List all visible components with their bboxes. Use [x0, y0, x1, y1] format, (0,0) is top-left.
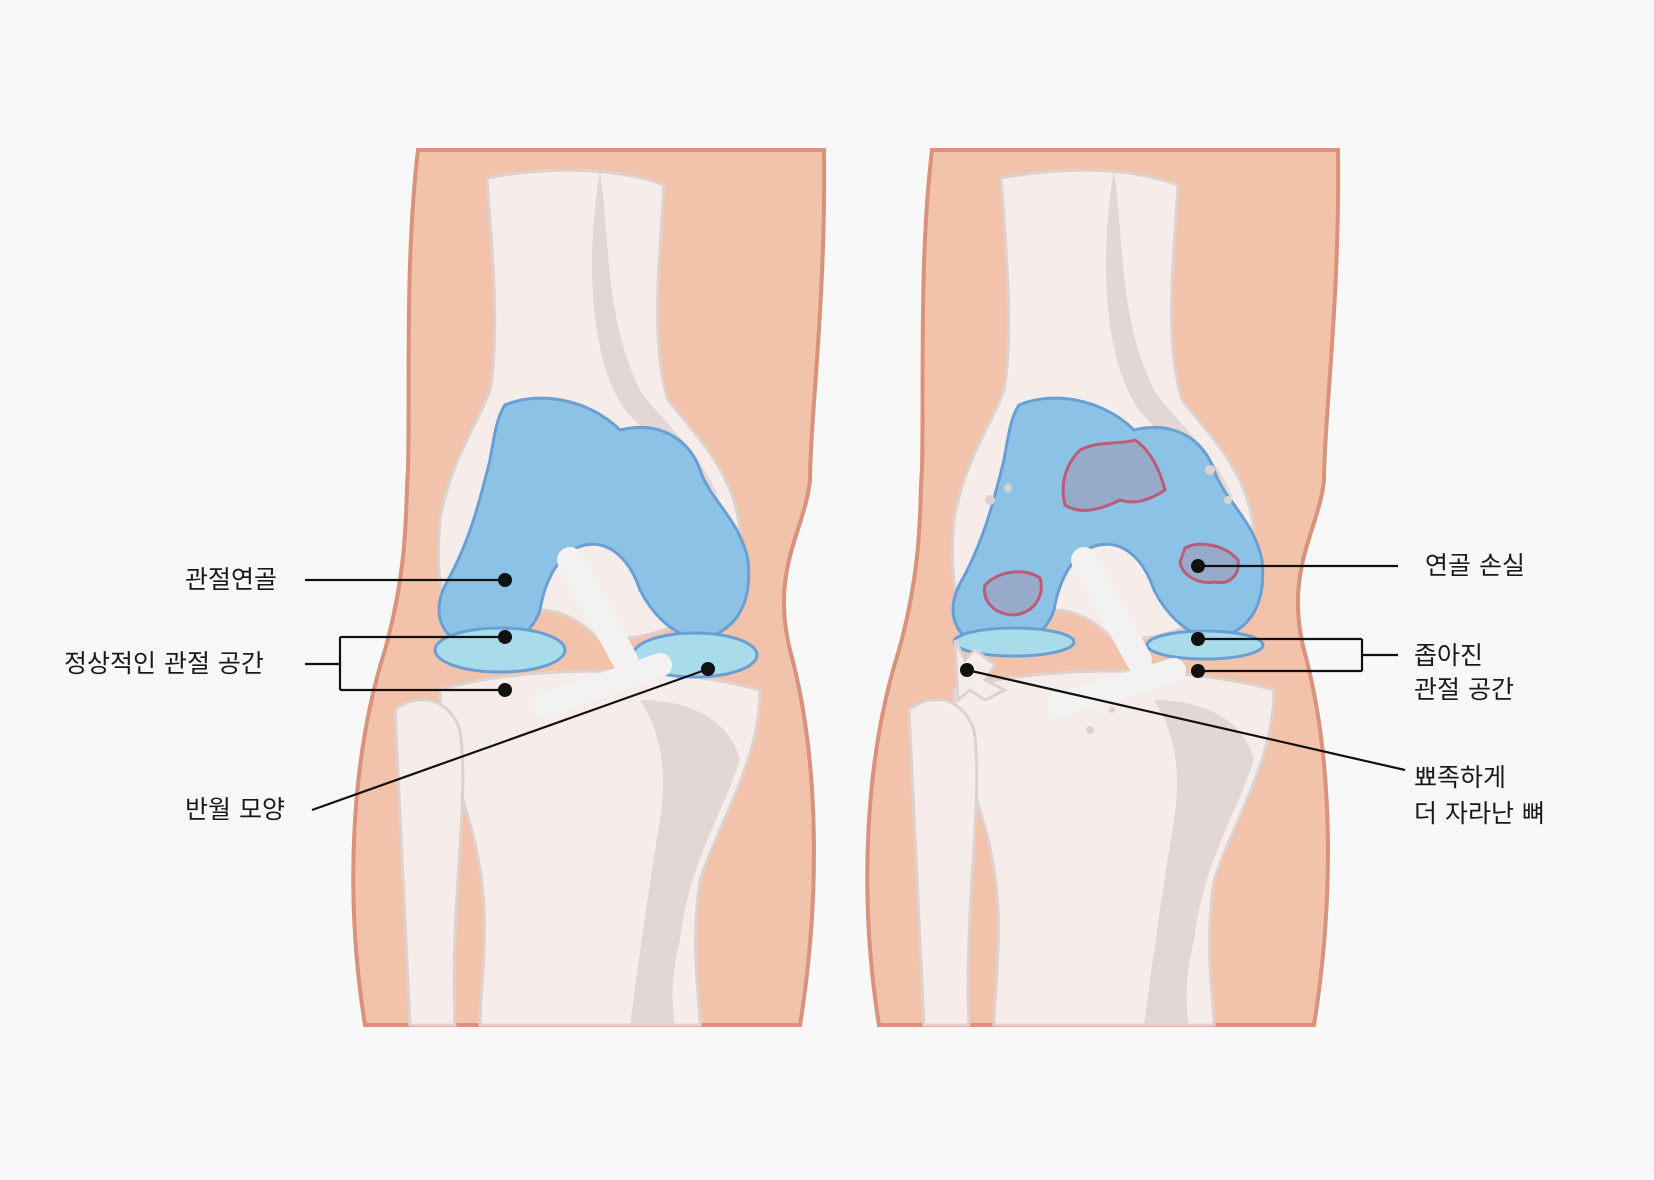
dot-articular-cartilage [498, 573, 512, 587]
label-normal-joint-space: 정상적인 관절 공간 [64, 649, 264, 678]
leader-dots [498, 559, 1205, 697]
dot-normal-joint-space-top [498, 630, 512, 644]
healthy-tibia-shadow [630, 700, 740, 1025]
dot-narrowed-joint-space-bottom [1191, 664, 1205, 678]
leader-narrowed-joint-space-bracket [1198, 637, 1398, 673]
bone-spur [953, 639, 1009, 704]
bone-spot [1224, 496, 1232, 504]
bone-spot [1109, 707, 1115, 713]
label-bone-spur-line2: 더 자라난 뼈 [1414, 799, 1545, 828]
healthy-fibula [393, 698, 465, 1027]
label-narrowed-joint-space-line2: 관절 공간 [1414, 675, 1514, 704]
healthy-ligament-lower [533, 653, 672, 717]
arthritic-tibia-shadow [1144, 700, 1254, 1025]
healthy-knee [351, 148, 827, 1027]
label-articular-cartilage: 관절연골 [185, 565, 278, 594]
label-bone-spur-line1: 뾰족하게 [1414, 763, 1507, 792]
arthritic-ligament-cross [1071, 547, 1152, 673]
arthritic-knee [865, 148, 1341, 1027]
bone-spot [1004, 484, 1012, 492]
arthritic-meniscus-right [1145, 629, 1265, 661]
cartilage-loss-patch-left [983, 570, 1043, 617]
dot-cartilage-loss [1191, 559, 1205, 573]
dot-normal-joint-space-bottom [498, 683, 512, 697]
healthy-ligament-cross [557, 547, 638, 673]
dot-bone-spur [960, 663, 974, 677]
leader-bone-spur [966, 668, 1406, 772]
label-meniscus: 반월 모양 [185, 795, 285, 824]
leader-normal-joint-space-bracket [305, 635, 505, 692]
dot-narrowed-joint-space-top [1191, 632, 1205, 646]
bone-spot [1086, 726, 1094, 734]
arthritic-ligament-lower [1047, 658, 1186, 717]
arthritic-fibula [907, 698, 979, 1027]
bone-spot [985, 495, 995, 505]
cartilage-loss-patch-right [1178, 542, 1240, 585]
dot-meniscus [701, 662, 715, 676]
healthy-cartilage [437, 396, 751, 648]
label-narrowed-joint-space-line1: 좁아진 [1414, 641, 1484, 670]
cartilage-loss-patch-top [1061, 438, 1167, 512]
healthy-meniscus-left [433, 626, 567, 674]
leader-lines [305, 564, 1406, 812]
label-cartilage-loss: 연골 손실 [1425, 551, 1525, 580]
bone-spot [1205, 465, 1215, 475]
leader-meniscus [311, 667, 709, 812]
